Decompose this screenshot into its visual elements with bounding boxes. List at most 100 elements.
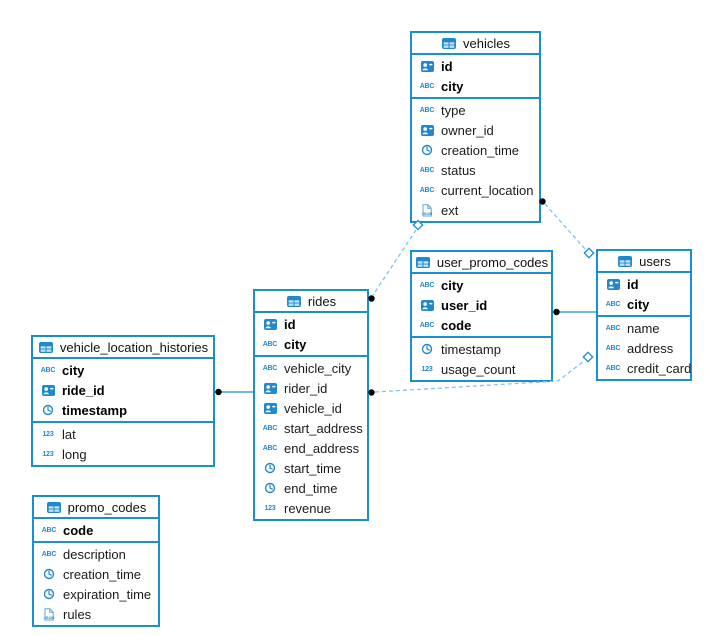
field-row: id <box>412 56 539 76</box>
uuid-type-icon <box>262 382 278 394</box>
field-row: owner_id <box>412 120 539 140</box>
field-name: expiration_time <box>63 586 152 602</box>
columns-section: ABC type owner_id creation_time ABC stat… <box>412 99 539 221</box>
field-name: creation_time <box>63 566 142 582</box>
dot-end-marker <box>368 389 375 396</box>
field-row: creation_time <box>412 140 539 160</box>
table-user-promo-codes[interactable]: user_promo_codes ABC city user_id ABC co… <box>410 250 553 382</box>
field-row: 123 lat <box>33 424 213 444</box>
timestamp-type-icon <box>41 588 57 600</box>
string-type-icon: ABC <box>605 300 621 308</box>
field-row: start_time <box>255 458 367 478</box>
table-header-vehicle-location-histories[interactable]: vehicle_location_histories <box>33 337 213 359</box>
table-vehicle-location-histories[interactable]: vehicle_location_histories ABC city ride… <box>31 335 215 467</box>
timestamp-type-icon <box>419 144 435 156</box>
string-type-icon: ABC <box>40 366 56 374</box>
table-rides[interactable]: rides id ABC city ABC vehicle_city rider… <box>253 289 369 521</box>
uuid-type-icon <box>605 278 621 290</box>
field-row: expiration_time <box>34 584 158 604</box>
string-type-icon: ABC <box>605 324 621 332</box>
field-name: long <box>62 446 87 462</box>
field-row: vehicle_id <box>255 398 367 418</box>
field-name: end_time <box>284 480 338 496</box>
json-type-icon: JSON <box>419 203 435 217</box>
number-type-icon: 123 <box>42 450 54 458</box>
string-type-icon: ABC <box>419 82 435 90</box>
number-type-icon: 123 <box>264 504 276 512</box>
uuid-type-icon <box>40 384 56 396</box>
field-name: id <box>284 316 296 332</box>
number-type-icon: 123 <box>421 365 433 373</box>
table-title: users <box>639 253 671 269</box>
table-vehicles[interactable]: vehicles id ABC city ABC type owner_id <box>410 31 541 223</box>
table-header-promo-codes[interactable]: promo_codes <box>34 497 158 519</box>
field-name: code <box>63 522 94 538</box>
table-header-user-promo-codes[interactable]: user_promo_codes <box>412 252 551 274</box>
timestamp-type-icon <box>262 482 278 494</box>
field-name: id <box>627 276 639 292</box>
field-row: ABC vehicle_city <box>255 358 367 378</box>
svg-text:JSON: JSON <box>422 211 433 216</box>
string-type-icon: ABC <box>262 424 278 432</box>
field-name: id <box>441 58 453 74</box>
primary-key-section: id ABC city <box>255 313 367 357</box>
field-name: city <box>627 296 650 312</box>
relation-user-promo-codes-users[interactable] <box>553 308 597 316</box>
string-type-icon: ABC <box>419 186 435 194</box>
field-row: ABC address <box>598 338 690 358</box>
table-promo-codes[interactable]: promo_codes ABC code ABC description cre… <box>32 495 160 627</box>
field-row: ABC credit_card <box>598 358 692 378</box>
field-row: ABC city <box>255 334 367 354</box>
field-row: 123 usage_count <box>412 359 551 379</box>
svg-text:JSON: JSON <box>44 615 55 620</box>
field-row: timestamp <box>33 400 213 420</box>
table-header-rides[interactable]: rides <box>255 291 367 313</box>
json-type-icon: JSON <box>41 607 57 621</box>
field-name: city <box>62 362 85 378</box>
table-header-users[interactable]: users <box>598 251 690 273</box>
field-row: timestamp <box>412 339 551 359</box>
field-name: city <box>441 277 464 293</box>
string-type-icon: ABC <box>419 281 435 289</box>
primary-key-section: ABC city user_id ABC code <box>412 274 551 338</box>
field-name: vehicle_city <box>284 360 352 376</box>
string-type-icon: ABC <box>41 550 57 558</box>
table-users[interactable]: users id ABC city ABC name ABC address A… <box>596 249 692 381</box>
field-name: ride_id <box>62 382 105 398</box>
string-type-icon: ABC <box>41 526 57 534</box>
field-row: ABC city <box>412 275 551 295</box>
field-row: ABC city <box>412 76 539 96</box>
columns-section: ABC vehicle_city rider_id vehicle_id ABC… <box>255 357 367 519</box>
table-icon <box>46 501 62 513</box>
field-row: id <box>255 314 367 334</box>
field-name: rules <box>63 606 92 622</box>
table-icon <box>415 256 431 268</box>
columns-section: ABC name ABC address ABC credit_card <box>598 317 692 379</box>
field-name: name <box>627 320 660 336</box>
field-row: ABC code <box>412 315 551 335</box>
timestamp-type-icon <box>41 568 57 580</box>
field-row: ABC city <box>598 294 690 314</box>
relation-vehicles-users[interactable] <box>539 198 595 259</box>
field-name: owner_id <box>441 122 494 138</box>
table-title: vehicle_location_histories <box>59 339 209 355</box>
field-name: ext <box>441 202 459 218</box>
table-icon <box>38 341 54 353</box>
dot-end-marker <box>215 388 222 396</box>
diamond-end-marker <box>583 247 595 259</box>
table-title: vehicles <box>463 35 510 51</box>
primary-key-section: id ABC city <box>598 273 690 317</box>
field-row: ABC code <box>34 520 158 540</box>
relation-vehicle-location-histories-rides[interactable] <box>215 388 254 396</box>
field-row: 123 long <box>33 444 213 464</box>
number-type-icon: 123 <box>42 430 54 438</box>
field-row: id <box>598 274 690 294</box>
field-name: city <box>441 78 464 94</box>
timestamp-type-icon <box>262 462 278 474</box>
field-row: ABC current_location <box>412 180 539 200</box>
uuid-type-icon <box>419 124 435 136</box>
string-type-icon: ABC <box>419 166 435 174</box>
field-name: rider_id <box>284 380 328 396</box>
table-header-vehicles[interactable]: vehicles <box>412 33 539 55</box>
